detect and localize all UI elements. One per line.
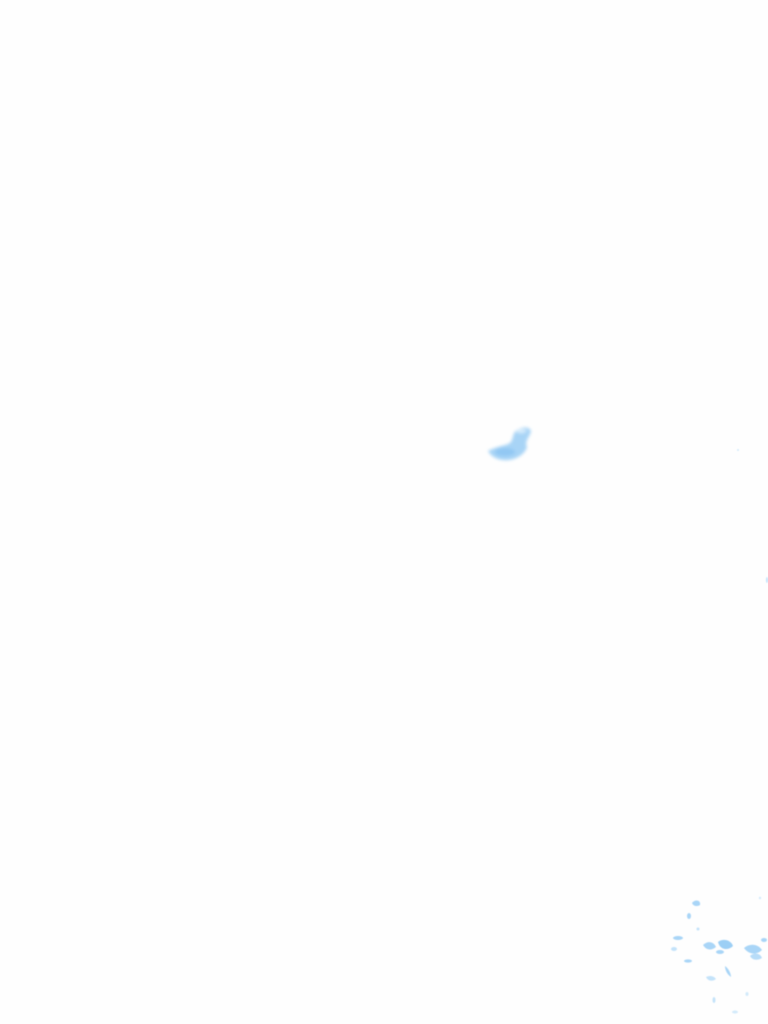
blue-brush-stroke	[488, 427, 531, 461]
blue-speckle-cluster	[671, 449, 768, 1014]
